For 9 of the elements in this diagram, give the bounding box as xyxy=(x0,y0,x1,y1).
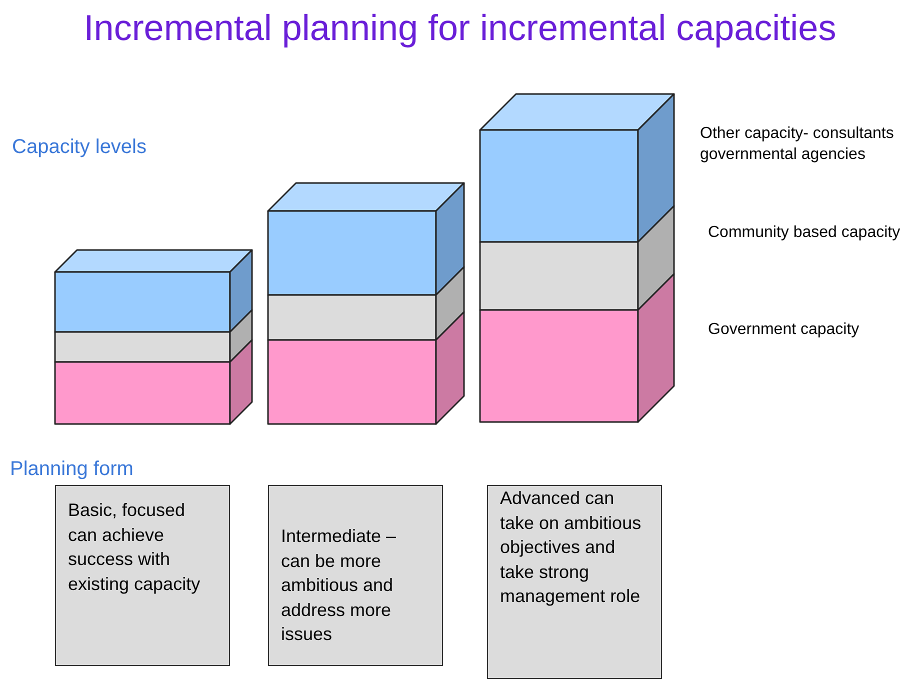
layer-label: Other capacity- consultants governmental agencies xyxy=(700,124,895,165)
text-box: Advanced can take on ambitious objectives and take strong management role xyxy=(487,485,662,679)
text-box: Intermediate – can be more ambitious and address more issues xyxy=(268,485,443,666)
section-heading: Capacity levels xyxy=(12,135,148,160)
title: Incremental planning for incremental capacities xyxy=(82,6,838,50)
text-box: Basic, focused can achieve success with existing capacity xyxy=(55,485,230,666)
section-heading: Planning form xyxy=(10,457,134,482)
layer-label: Government capacity xyxy=(708,320,860,340)
layer-label: Community based capacity xyxy=(708,223,902,243)
